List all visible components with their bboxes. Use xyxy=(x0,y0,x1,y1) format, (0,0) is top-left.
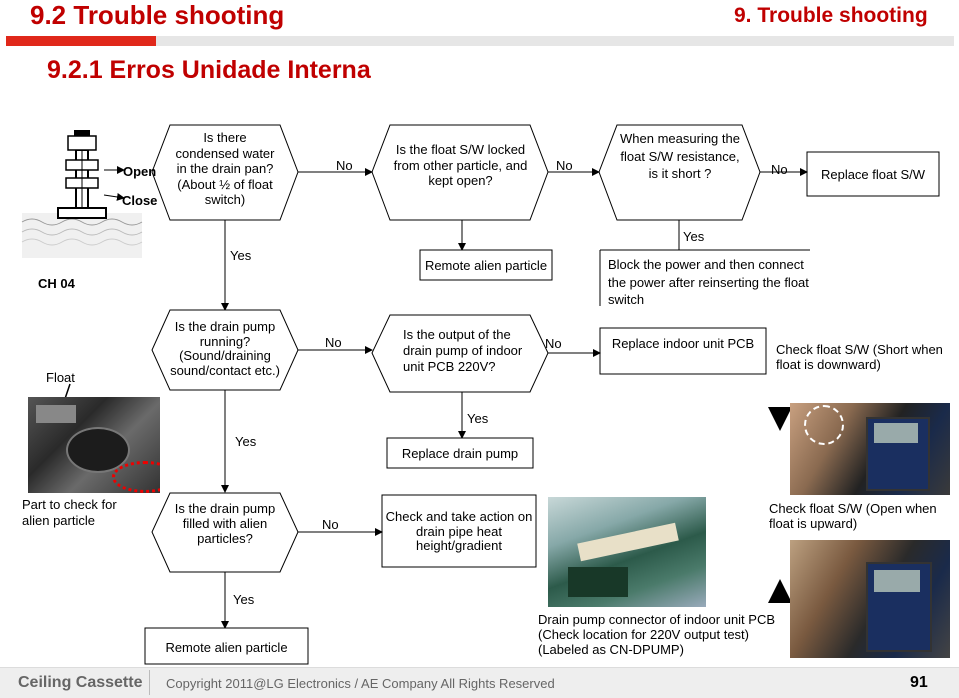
label-close: Close xyxy=(122,193,158,208)
footer-copyright: Copyright 2011@LG Electronics / AE Compa… xyxy=(166,676,555,691)
check-open-text: Check float S/W (Open when float is upwa… xyxy=(769,501,937,531)
footer-divider xyxy=(149,670,150,695)
q4-text: Is the drain pump running? (Sound/draini… xyxy=(170,319,280,378)
yes-label: Yes xyxy=(467,411,489,426)
box-remote-alien-1 xyxy=(419,249,553,281)
q1-text: Is there condensed water in the drain pa… xyxy=(175,130,275,207)
box-remote-alien-2 xyxy=(144,627,309,665)
label-ch04: CH 04 xyxy=(38,276,75,291)
q6-text: Is the drain pump filled with alien part… xyxy=(174,501,276,546)
decision-q6 xyxy=(151,492,299,573)
subsection-title: 9.2.1 Erros Unidade Interna xyxy=(47,56,371,84)
box-replace-float xyxy=(806,151,940,197)
page-number: 91 xyxy=(910,674,928,691)
no-label: No xyxy=(771,162,788,177)
remote-alien-2-text: Remote alien particle xyxy=(165,640,288,655)
page-title: 9.2 Trouble shooting xyxy=(30,0,285,30)
q3-text: When measuring the float S/W resistance,… xyxy=(620,131,740,181)
replace-pump-text: Replace drain pump xyxy=(401,446,519,461)
multimeter-photo-short xyxy=(790,403,950,495)
replace-pcb-text: Replace indoor unit PCB xyxy=(611,336,755,351)
yes-label: Yes xyxy=(683,229,705,244)
no-label: No xyxy=(556,158,573,173)
check-pipe-text: Check and take action on drain pipe heat… xyxy=(385,509,533,553)
box-replace-pump xyxy=(386,437,534,469)
decision-q1 xyxy=(151,124,299,221)
no-label: No xyxy=(336,158,353,173)
remote-alien-1-text: Remote alien particle xyxy=(424,258,548,273)
multimeter-photo-open xyxy=(790,540,950,658)
block-power-text: Block the power and then connect the pow… xyxy=(608,257,809,307)
yes-label: Yes xyxy=(230,248,252,263)
check-short-text: Check float S/W (Short when float is dow… xyxy=(776,342,943,372)
pcb-photo xyxy=(548,497,706,607)
header-bar xyxy=(156,36,954,46)
header-bar-accent xyxy=(6,36,156,46)
no-label: No xyxy=(322,517,339,532)
yes-label: Yes xyxy=(235,434,257,449)
footer-product: Ceiling Cassette xyxy=(18,674,143,691)
yes-label: Yes xyxy=(233,592,255,607)
section-title: 9. Trouble shooting xyxy=(734,4,928,27)
replace-float-text: Replace float S/W xyxy=(820,167,926,182)
no-label: No xyxy=(325,335,342,350)
footer-bar xyxy=(0,667,959,698)
label-open: Open xyxy=(123,164,157,179)
connector-note-text: Drain pump connector of indoor unit PCB … xyxy=(538,612,776,657)
no-label: No xyxy=(545,336,562,351)
q5-text: Is the output of the drain pump of indoo… xyxy=(403,327,523,374)
box-check-pipe xyxy=(381,494,537,568)
q2-text: Is the float S/W locked from other parti… xyxy=(393,142,528,188)
label-float: Float xyxy=(46,370,75,385)
drain-pump-photo xyxy=(28,397,160,493)
box-replace-pcb xyxy=(599,327,767,375)
label-part-check: Part to check for alien particle xyxy=(22,497,117,528)
float-switch-diagram xyxy=(21,130,143,258)
decision-q4 xyxy=(151,309,299,391)
